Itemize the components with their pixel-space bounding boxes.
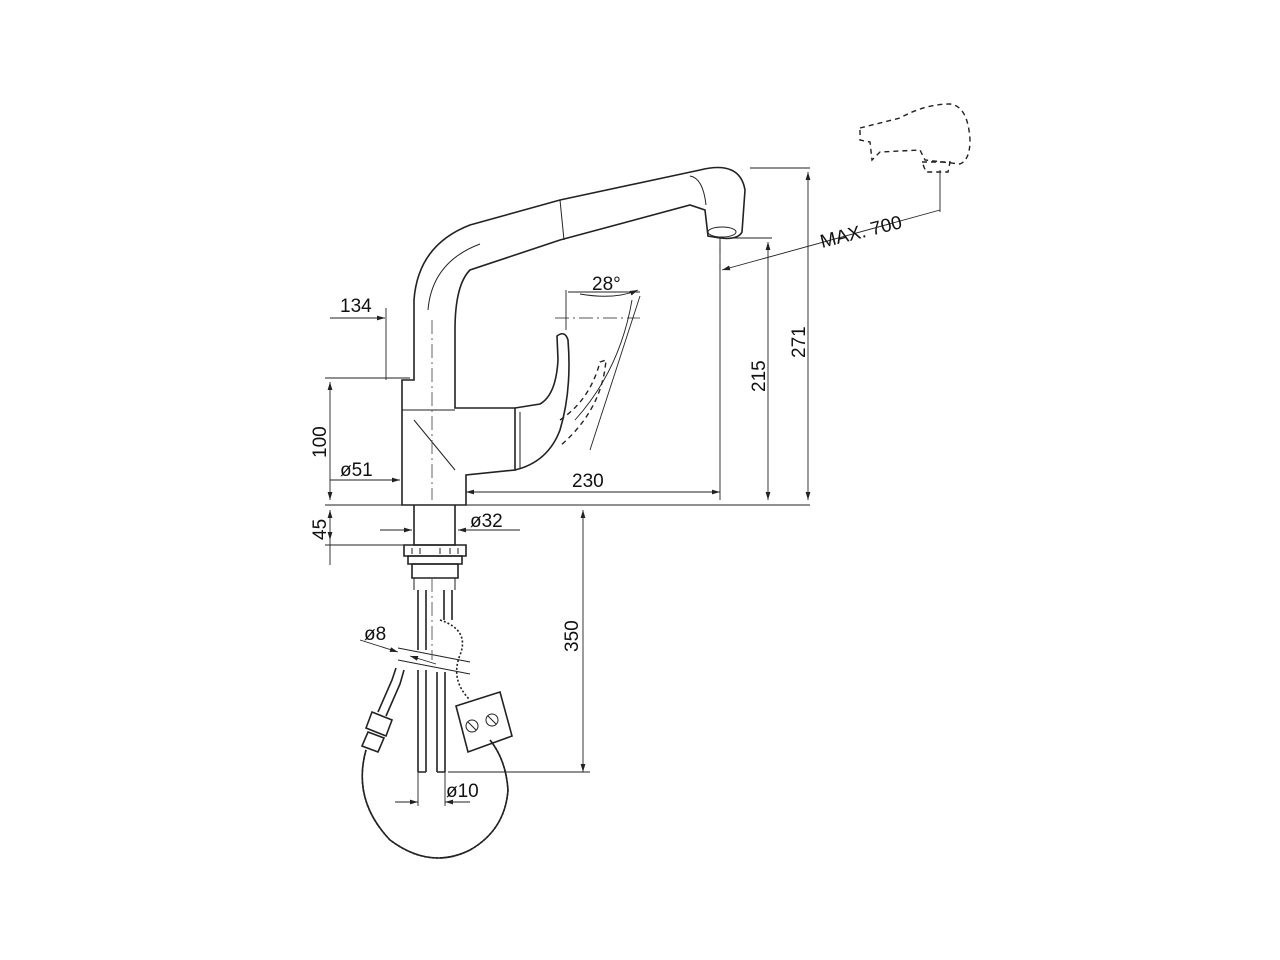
faucet-body (401, 166, 746, 506)
dim-diameter-8: ø8 (364, 624, 386, 645)
dim-diameter-32: ø32 (470, 511, 503, 532)
dim-diameter-10: ø10 (446, 781, 479, 802)
supply-tubes (360, 590, 471, 773)
dim-angle-28: 28° (592, 274, 621, 295)
dim-230: 230 (572, 471, 604, 492)
dim-350: 350 (562, 620, 583, 652)
dim-100: 100 (310, 426, 331, 458)
spring-hose (361, 619, 513, 859)
dim-215: 215 (749, 360, 770, 392)
faucet-shank (403, 505, 467, 590)
dim-134: 134 (340, 296, 372, 317)
dim-45: 45 (310, 519, 331, 540)
dimension-labels: 134 28° MAX. 700 271 215 100 ø51 230 45 … (310, 212, 904, 802)
center-lines (431, 240, 721, 660)
dimension-lines (325, 167, 941, 806)
dim-diameter-51: ø51 (340, 460, 373, 481)
dim-271: 271 (789, 326, 810, 358)
spray-head-extended (859, 103, 971, 173)
dim-max-700: MAX. 700 (818, 212, 904, 253)
